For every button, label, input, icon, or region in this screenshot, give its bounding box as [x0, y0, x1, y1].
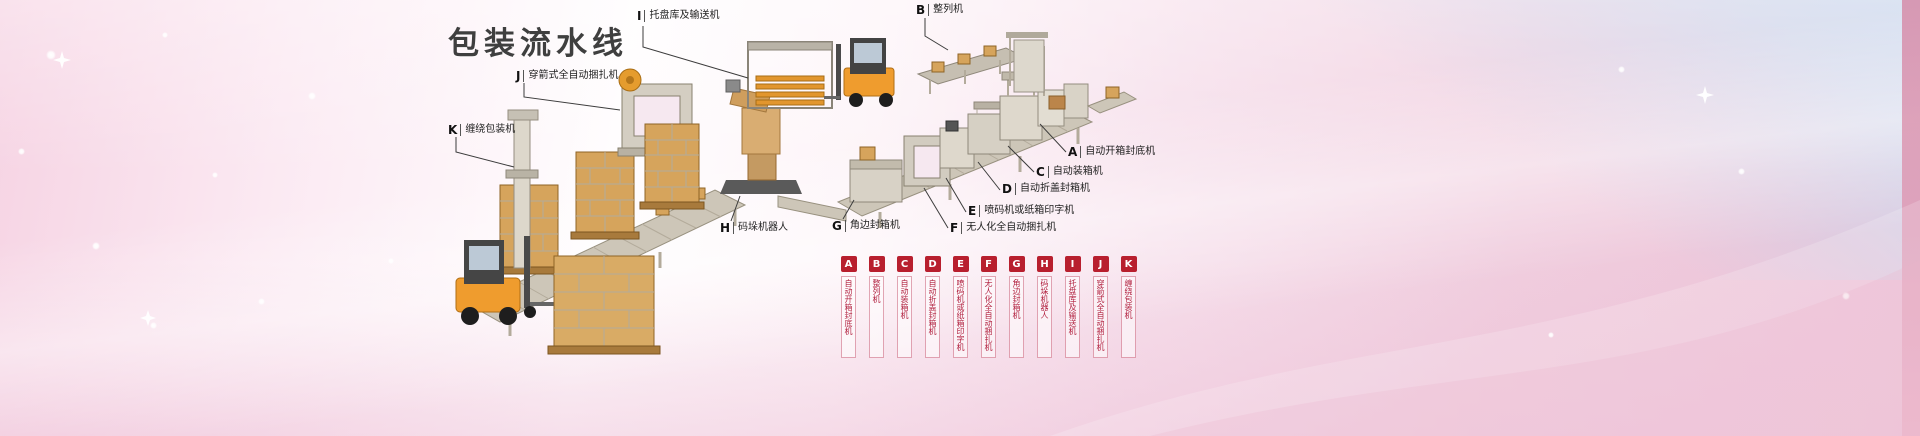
callout-label: 整列机 [928, 4, 963, 16]
pallet-stack-3 [639, 123, 705, 210]
conveyor-connector [777, 195, 847, 222]
callout-e: E 喷码机或纸箱印字机 [968, 205, 1074, 217]
legend-item-g: G 角边封箱机 [1008, 256, 1025, 358]
callout-h: H 码垛机器人 [720, 222, 788, 234]
callout-letter: A [1068, 145, 1078, 159]
callout-label: 喷码机或纸箱印字机 [979, 205, 1074, 217]
legend-badge: A [840, 256, 857, 272]
sparkle [46, 50, 56, 60]
callout-letter: F [950, 221, 959, 235]
callout-d: D 自动折盖封箱机 [1002, 183, 1090, 195]
legend-bar: 穿箭式全自动捆扎机 [1093, 276, 1108, 358]
legend-badge: G [1008, 256, 1025, 272]
machine-arranging [916, 32, 1048, 96]
forklift-left [455, 236, 554, 325]
callout-label: 穿箭式全自动捆扎机 [523, 70, 618, 82]
pallet-stack-floor [547, 255, 661, 355]
legend-bar: 无人化全自动捆扎机 [981, 276, 996, 358]
sparkle [212, 172, 218, 178]
legend-badge: C [896, 256, 913, 272]
callout-g: G 角边封箱机 [832, 220, 900, 232]
callout-label: 码垛机器人 [733, 222, 788, 234]
forklift-right [824, 38, 895, 107]
callout-letter: C [1036, 165, 1045, 179]
callout-letter: K [448, 123, 458, 137]
legend-item-k: K 缠绕包装机 [1120, 256, 1137, 358]
legend-item-b: B 整列机 [868, 256, 885, 358]
callout-k: K 缠绕包装机 [448, 124, 515, 136]
sparkle [388, 258, 394, 264]
callout-label: 缠绕包装机 [460, 124, 515, 136]
callout-label: 无人化全自动捆扎机 [961, 222, 1056, 234]
callout-label: 托盘库及输送机 [644, 10, 719, 22]
legend-badge: J [1092, 256, 1109, 272]
legend-item-h: H 码垛机器人 [1036, 256, 1053, 358]
machine-case-erector [1037, 83, 1138, 127]
leader-lines [455, 18, 1067, 229]
pallet-stack-2 [570, 151, 640, 240]
sparkle [1738, 168, 1745, 175]
star-sparkles [53, 51, 1714, 326]
legend-badge: D [924, 256, 941, 272]
sparkle [1618, 66, 1625, 73]
legend-bar: 自动开箱封底机 [841, 276, 856, 358]
callout-b: B 整列机 [916, 4, 963, 16]
legend-badge: K [1120, 256, 1137, 272]
sparkle [150, 322, 157, 329]
callout-c: C 自动装箱机 [1036, 166, 1103, 178]
background-right-edge-band [1902, 0, 1920, 436]
callout-i: I 托盘库及输送机 [637, 10, 719, 22]
legend-bar: 缠绕包装机 [1121, 276, 1136, 358]
legend-bar: 自动折盖封箱机 [925, 276, 940, 358]
callout-label: 自动装箱机 [1047, 166, 1103, 178]
sparkle [258, 298, 265, 305]
sparkle [92, 242, 100, 250]
legend-item-c: C 自动装箱机 [896, 256, 913, 358]
callout-letter: G [832, 219, 842, 233]
legend-item-j: J 穿箭式全自动捆扎机 [1092, 256, 1109, 358]
callout-letter: J [516, 69, 521, 83]
legend-bar: 托盘库及输送机 [1065, 276, 1080, 358]
legend-badge: E [952, 256, 969, 272]
legend-bar: 整列机 [869, 276, 884, 358]
sparkle [308, 92, 316, 100]
legend-item-i: I 托盘库及输送机 [1064, 256, 1081, 358]
callout-label: 角边封箱机 [844, 220, 900, 232]
legend-item-f: F 无人化全自动捆扎机 [980, 256, 997, 358]
callout-label: 自动折盖封箱机 [1014, 183, 1090, 195]
legend: A 自动开箱封底机 B 整列机 C 自动装箱机 D 自动折盖封箱机 E 喷码机或… [840, 256, 1137, 358]
legend-item-e: E 喷码机或纸箱印字机 [952, 256, 969, 358]
callout-a: A 自动开箱封底机 [1068, 146, 1155, 158]
legend-bar: 喷码机或纸箱印字机 [953, 276, 968, 358]
callout-letter: D [1002, 182, 1012, 196]
legend-bar: 码垛机器人 [1037, 276, 1052, 358]
legend-item-a: A 自动开箱封底机 [840, 256, 857, 358]
background-blue-corner [1320, 0, 1920, 280]
sparkle [162, 32, 168, 38]
callout-letter: B [916, 3, 926, 17]
legend-badge: F [980, 256, 997, 272]
sparkle [1842, 292, 1850, 300]
legend-bar: 自动装箱机 [897, 276, 912, 358]
callout-letter: E [968, 204, 977, 218]
legend-item-d: D 自动折盖封箱机 [924, 256, 941, 358]
legend-badge: H [1036, 256, 1053, 272]
callout-letter: I [637, 9, 642, 23]
machine-wrapping-packer [505, 109, 539, 269]
callout-label: 自动开箱封底机 [1080, 146, 1155, 158]
legend-badge: I [1064, 256, 1081, 272]
callout-f: F 无人化全自动捆扎机 [950, 222, 1056, 234]
callout-letter: H [720, 221, 731, 235]
sparkle [1548, 332, 1554, 338]
legend-bar: 角边封箱机 [1009, 276, 1024, 358]
legend-badge: B [868, 256, 885, 272]
page-title: 包装流水线 [448, 26, 628, 62]
machine-corner-sealer [849, 146, 903, 203]
sparkle [18, 148, 25, 155]
machine-pallet-conveyor [747, 41, 833, 109]
callout-j: J 穿箭式全自动捆扎机 [516, 70, 618, 82]
